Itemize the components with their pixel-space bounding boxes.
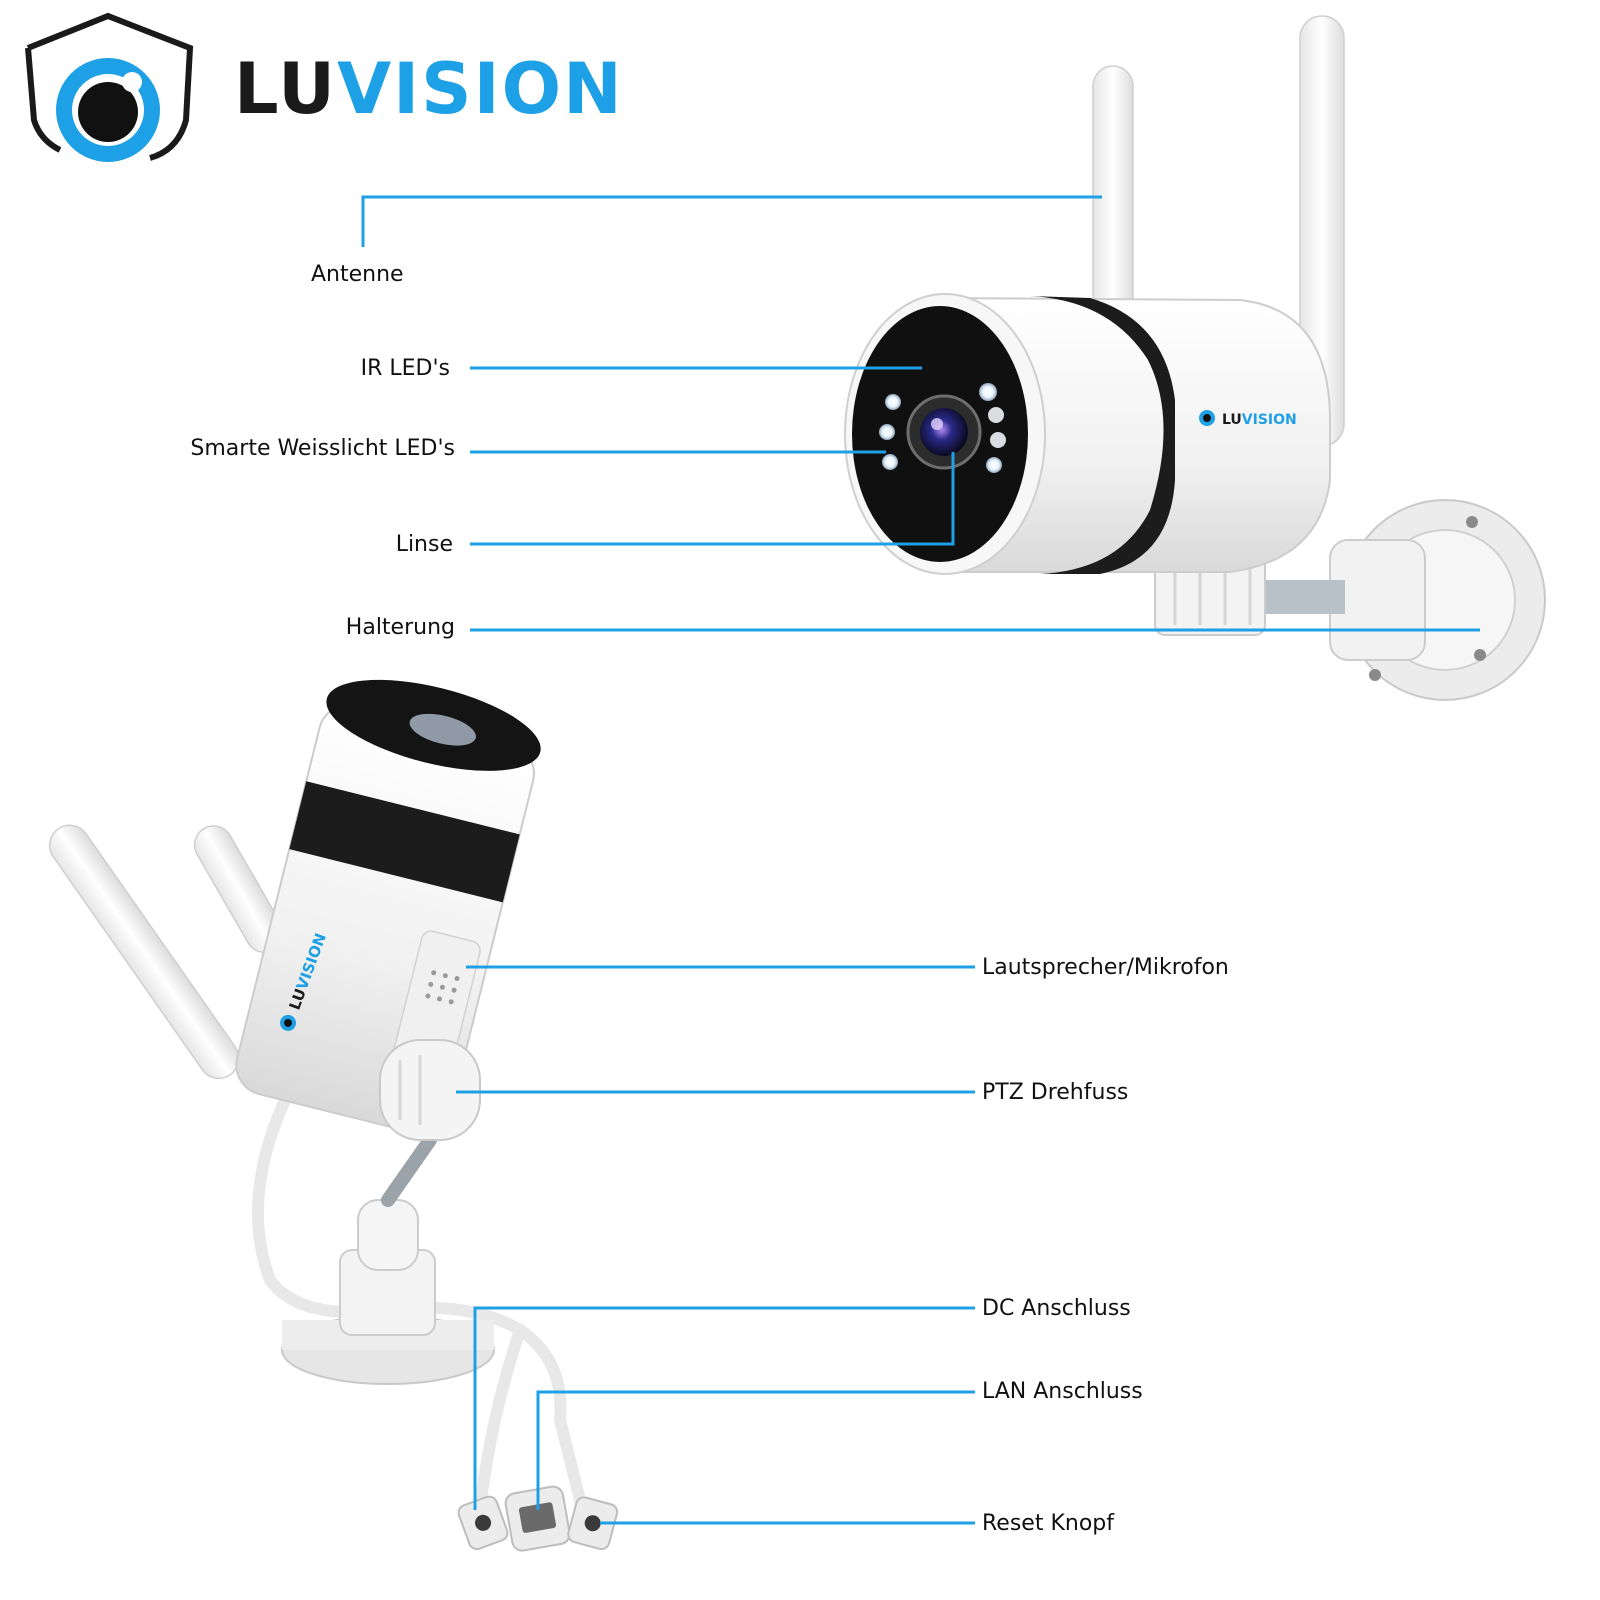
leader-dc <box>473 1306 975 1510</box>
antenna-long <box>48 824 240 1080</box>
brand-name-part1: LU <box>234 48 337 130</box>
antenna-left <box>1092 65 1134 317</box>
top-camera-illustration: LUVISION <box>844 15 1546 701</box>
bottom-camera-band <box>289 781 520 903</box>
camera-logo-part2: VISION <box>1242 412 1297 428</box>
speaker-grille <box>425 970 460 1005</box>
bottom-mount-base <box>281 1133 495 1385</box>
leader-linse <box>470 452 955 546</box>
brand-logo: LUVISION <box>25 12 624 162</box>
brand-name: LUVISION <box>234 48 624 130</box>
label-halterung: Halterung <box>346 615 455 640</box>
brand-name-part2: VISION <box>337 48 624 130</box>
lan-port <box>518 1502 557 1533</box>
label-reset: Reset Knopf <box>982 1511 1115 1536</box>
label-weisslicht-leds: Smarte Weisslicht LED's <box>190 436 455 461</box>
connector-cluster <box>457 1485 619 1552</box>
dc-port <box>475 1514 492 1531</box>
labels: Antenne IR LED's Smarte Weisslicht LED's… <box>190 262 1228 1536</box>
reset-button <box>584 1515 601 1532</box>
label-antenne: Antenne <box>311 262 404 287</box>
label-ptz: PTZ Drehfuss <box>982 1080 1128 1105</box>
label-lan: LAN Anschluss <box>982 1379 1143 1404</box>
camera-logo-part1: LU <box>1222 412 1242 428</box>
leader-lines <box>361 195 1480 1525</box>
label-ir-leds: IR LED's <box>361 356 450 381</box>
camera-body-logo: LUVISION <box>1199 410 1297 428</box>
label-dc: DC Anschluss <box>982 1296 1131 1321</box>
ptz-knob <box>379 1039 481 1141</box>
leader-lan <box>536 1390 975 1510</box>
bottom-camera-illustration: LUVISION <box>48 679 619 1552</box>
leader-antenne <box>361 195 1102 247</box>
led-array <box>879 383 1006 473</box>
camera-lens <box>906 394 982 470</box>
svg-text:LUVISION: LUVISION <box>1222 412 1297 428</box>
shield-eye-logo-icon <box>25 12 194 162</box>
label-linse: Linse <box>396 532 453 557</box>
wall-mount <box>1154 499 1546 701</box>
label-lautsprecher: Lautsprecher/Mikrofon <box>982 955 1229 980</box>
